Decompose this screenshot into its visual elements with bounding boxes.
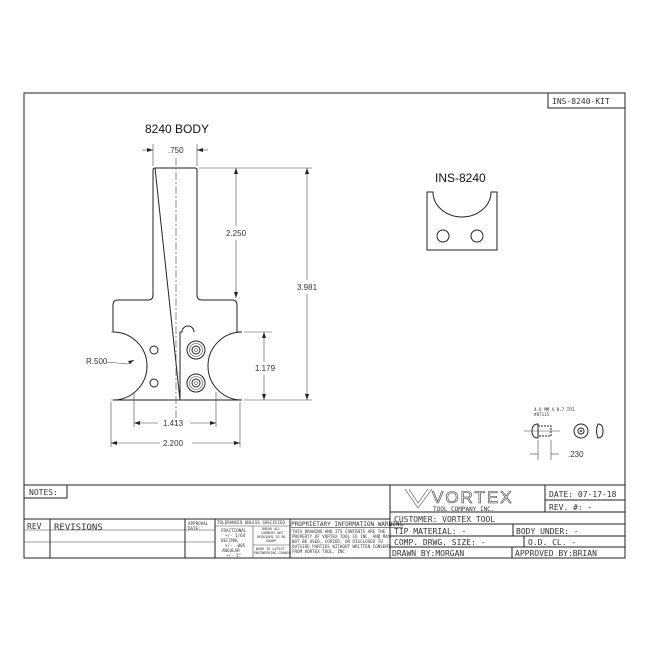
od-cl: O.D. CL. -	[528, 538, 576, 547]
body-edge	[111, 331, 113, 401]
drawn-by: DRAWN BY:MORGAN	[392, 549, 464, 558]
insert-view: INS-8240	[426, 171, 498, 251]
tol-fractional: FRACTIONAL	[221, 528, 247, 533]
dim-inner-width: 1.413	[163, 419, 184, 428]
proprietary-line: OUTSIDE PARTIES WITHOUT WRITTEN CONSENT	[292, 544, 391, 549]
tol-latest: WORK TO LATEST	[256, 547, 285, 551]
logo-name: VORTEX	[432, 488, 514, 507]
tol-corners: BREAK ALL	[262, 527, 280, 531]
title-block: NOTES: REV REVISIONS APPROVAL DATE: TOLE…	[23, 484, 625, 558]
sheet-id-box	[547, 92, 626, 109]
screw-spec: 4.0 MM X 0.7 TPI	[534, 407, 575, 412]
logo-sub: TOOL COMPANY INC.	[433, 506, 494, 513]
dim-cut-height: 1.179	[255, 364, 276, 373]
screw-detail: 4.0 MM X 0.7 TPI #87115 .230	[524, 407, 604, 460]
proprietary-line: FROM VORTEX TOOL, INC	[292, 549, 345, 554]
tol-fractional-val: +/- 1/64	[225, 533, 246, 538]
screw-part: #87115	[534, 412, 550, 417]
comp-drwg-size: COMP. DRWG. SIZE: -	[394, 538, 486, 547]
tol-corners: CORNERS NOT	[261, 531, 283, 535]
screw-top	[186, 340, 206, 360]
body-outline	[112, 167, 243, 401]
hole	[149, 345, 159, 355]
approval-label: APPROVAL	[188, 521, 209, 526]
proprietary-header: PROPRIETARY INFORMATION WARNING	[291, 521, 403, 528]
tol-latest: ENGINEERING CHANGE	[254, 551, 291, 555]
dim-overall-len: 3.981	[297, 283, 318, 292]
tol-angular-val: +/- 1°	[226, 553, 241, 558]
date-label: DATE:	[188, 526, 201, 531]
insert-outline	[426, 191, 498, 251]
hole	[149, 378, 159, 388]
insert-title: INS-8240	[435, 171, 486, 185]
tol-header: TOLERANCES UNLESS SPECIFIED	[217, 520, 286, 525]
tol-corners: SHARP	[266, 539, 276, 543]
tol-corners: REQUIRED TO BE	[257, 535, 286, 539]
screw-bottom	[186, 373, 206, 393]
vortex-logo: VORTEX TOOL COMPANY INC.	[404, 488, 514, 513]
dim-shank-dia: .750	[168, 146, 184, 155]
rev-number: REV. #: -	[549, 503, 592, 512]
tol-decimal-val: +/- .005	[225, 543, 246, 548]
customer: CUSTOMER: VORTEX TOOL	[394, 515, 495, 524]
rev-label: REV	[27, 522, 42, 531]
sheet-border	[23, 92, 626, 559]
notes-label: NOTES:	[29, 488, 58, 497]
dim-shank-len: 2.250	[226, 229, 247, 238]
dim-radius: R.500	[86, 357, 108, 366]
notes-box	[23, 484, 68, 499]
revisions-label: REVISIONS	[54, 523, 103, 533]
approved-by: APPROVED BY:BRIAN	[515, 549, 597, 558]
dim-overall-width: 2.200	[163, 439, 184, 448]
body-title: 8240 BODY	[145, 122, 209, 136]
dimension-arrows	[111, 148, 309, 445]
proprietary-line: THIS DRAWING AND ITS CONTENTS ARE THE	[292, 529, 386, 534]
tol-decimal: DECIMAL	[221, 538, 239, 543]
insert-hole	[470, 229, 484, 243]
proprietary-line: NOT BE USED, COPIED, OR DISCLOSED TO	[292, 539, 383, 544]
tip-material: TIP MATERIAL: -	[394, 527, 466, 536]
dimension-lines	[105, 144, 312, 447]
screw-dim: .230	[568, 450, 584, 459]
sheet-id: INS-8240-KIT	[552, 97, 610, 106]
insert-hole	[436, 229, 450, 243]
tol-angular: ANGULAR	[222, 548, 240, 553]
body-under: BODY UNDER: -	[516, 527, 579, 536]
proprietary-line: PROPERTY OF VORTEX TOOL CO INC. AND MAY	[292, 534, 391, 539]
body-view: 8240 BODY	[86, 122, 318, 448]
date: DATE: 07-17-18	[549, 490, 617, 499]
